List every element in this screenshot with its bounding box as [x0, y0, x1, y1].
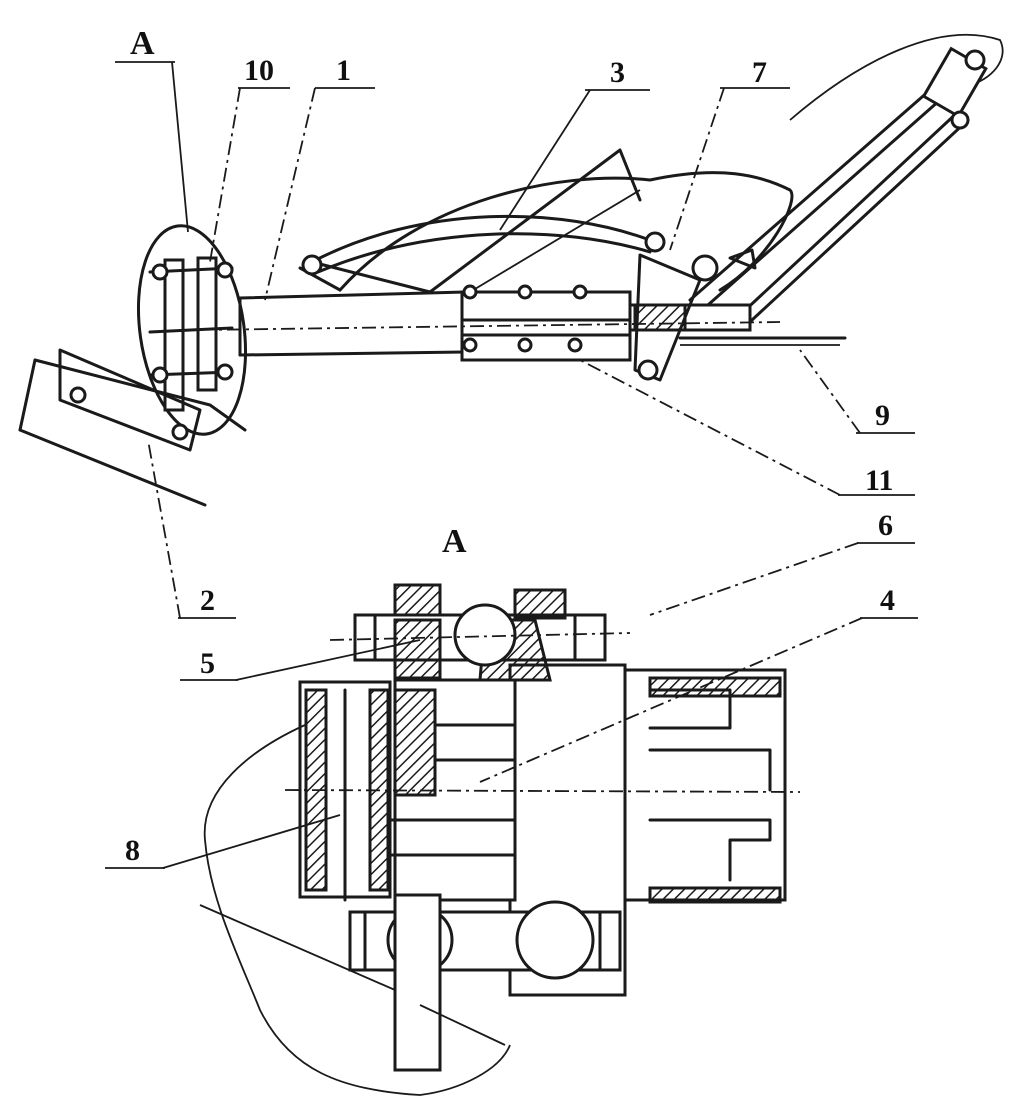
mouldboard-outline: [338, 171, 794, 292]
detail-a-content: [148, 256, 234, 412]
leader-lines-upper: [115, 61, 915, 619]
label-10: 10: [244, 54, 274, 87]
share-profile-inner: [199, 904, 506, 1046]
label-4: 4: [880, 584, 895, 617]
label-7: 7: [752, 56, 767, 89]
label-3: 3: [610, 56, 625, 89]
leaf-spring: [310, 214, 657, 264]
handle-top-arc: [789, 33, 1004, 121]
main-beam: [238, 290, 467, 357]
inner-plate-hatch: [393, 688, 437, 797]
label-5: 5: [200, 647, 215, 680]
label-9: 9: [875, 399, 890, 432]
mouldboard-line-2: [469, 189, 641, 293]
rear-shaft-hatch: [633, 303, 687, 332]
handle-rod-2: [738, 108, 970, 322]
lever-7: [633, 248, 757, 382]
label-2: 2: [200, 584, 215, 617]
label-1: 1: [336, 54, 351, 87]
mouldboard-blade: [428, 148, 642, 294]
bottom-bolt-assembly: [348, 893, 622, 1072]
upper-assembly-view: A 10 1 3 7 9 11 2: [18, 25, 1004, 619]
label-8: 8: [125, 834, 140, 867]
section-centerline: [284, 789, 801, 793]
detail-a-oval: [136, 224, 248, 436]
label-a-callout: A: [130, 25, 155, 62]
share-profile-outer: [203, 724, 511, 1096]
handle-rod-outer: [688, 88, 942, 314]
label-6: 6: [878, 509, 893, 542]
handle-grip: [921, 46, 988, 130]
beam-centerline: [199, 321, 781, 331]
clamp-block: [460, 284, 632, 362]
spring-pivot-left: [301, 254, 323, 276]
share-2: [18, 348, 247, 507]
label-11: 11: [865, 464, 893, 497]
leader-lines-section: [105, 542, 918, 869]
section-a-view: A: [105, 509, 918, 1096]
leaf-spring-2: [316, 232, 652, 274]
bolt-centerline: [329, 632, 631, 641]
section-a-title: A: [442, 523, 467, 560]
spring-pivot-right: [644, 231, 666, 253]
tube-4: [623, 668, 787, 904]
